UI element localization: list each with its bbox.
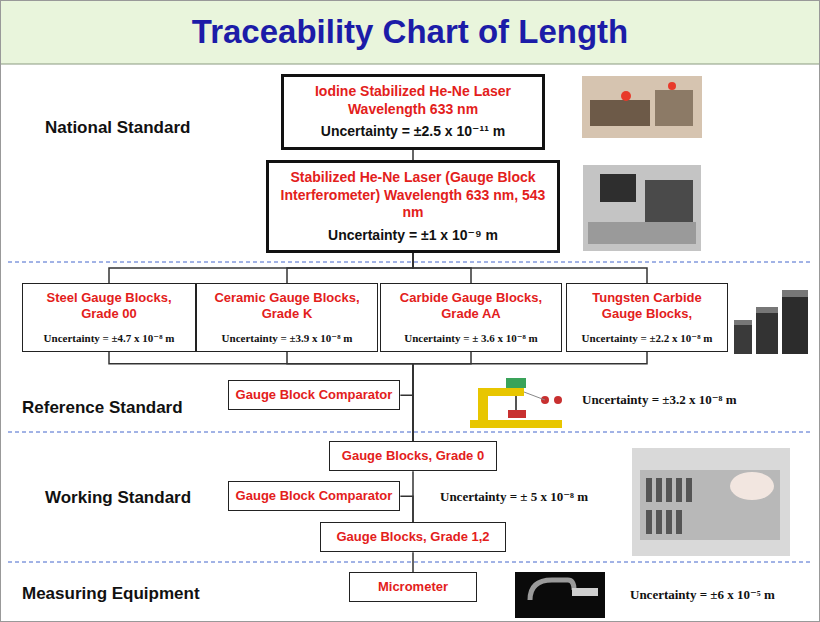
uncertainty-value: Uncertainty = ±2.5 x 10⁻¹¹ m (321, 123, 505, 141)
comparator-figure-head (506, 378, 526, 388)
gauge-block-figure (756, 312, 778, 354)
box-title: Gauge Blocks, Grade 0 (342, 448, 484, 464)
title-rule (0, 64, 820, 65)
level-label: Measuring Equipment (22, 584, 200, 604)
uncertainty-note: Uncertainty = ± 5 x 10⁻⁸ m (440, 489, 588, 505)
box-title: Gauge Blocks, Grade 1,2 (336, 529, 489, 545)
section-divider (8, 562, 812, 563)
micrometer-photo-thimble (572, 588, 598, 596)
connector-line (400, 496, 413, 522)
section-divider (8, 262, 812, 263)
box-title: Gauge Block Comparator (236, 488, 393, 504)
standard-box: Stabilized He-Ne Laser (Gauge Block Inte… (266, 160, 560, 253)
connector-line (400, 395, 413, 441)
interferometer-photo-monitor (600, 174, 636, 202)
uncertainty-note: Uncertainty = ±3.2 x 10⁻⁸ m (582, 392, 737, 408)
gauge-block-figure (782, 290, 808, 297)
tray-photo-block (646, 510, 652, 534)
interferometer-photo (583, 165, 701, 251)
title-band (0, 0, 820, 64)
level-label: Reference Standard (22, 398, 183, 418)
gauge-block-box: Carbide Gauge Blocks, Grade AA Uncertaint… (380, 283, 562, 352)
box-title: Gauge Block Comparator (236, 387, 393, 403)
tray-photo (632, 448, 790, 556)
tray-photo-block (656, 510, 662, 534)
connector-line (412, 150, 414, 161)
laser-photo-light (621, 91, 631, 101)
uncertainty-value: Uncertainty = ±4.7 x 10⁻⁸ m (44, 331, 175, 345)
connector-line (413, 352, 471, 441)
section-divider (8, 432, 812, 433)
tray-photo-glove (730, 472, 774, 500)
interferometer-photo-table (588, 222, 696, 244)
level-label: National Standard (45, 118, 190, 138)
gauge-block-box: Steel Gauge Blocks, Grade 00 Uncertainty … (22, 283, 196, 352)
box-title: Micrometer (378, 579, 448, 595)
tray-photo-block (646, 478, 652, 502)
gauge-block-figure (734, 320, 752, 325)
box-title: Steel Gauge Blocks, Grade 00 (28, 290, 190, 323)
comparator-figure-wire (524, 392, 545, 400)
level-label: Working Standard (45, 488, 191, 508)
micrometer-photo-frame (530, 580, 574, 600)
box-title: Tungsten Carbide Gauge Blocks, (572, 290, 722, 323)
gauge-block-box: Ceramic Gauge Blocks, Grade K Uncertainty… (196, 283, 378, 352)
box-title: Carbide Gauge Blocks, Grade AA (386, 290, 556, 323)
uncertainty-note: Uncertainty = ±6 x 10⁻⁵ m (630, 587, 775, 603)
connector-line (109, 352, 413, 441)
laser-photo-light (668, 82, 676, 90)
comparator-figure-block (508, 410, 526, 418)
tray-photo-block (676, 510, 682, 534)
laser-photo-unit (655, 90, 693, 126)
gauge-block-box: Tungsten Carbide Gauge Blocks, Uncertaint… (566, 283, 728, 352)
box-title: Iodine Stabilized He-Ne Laser Wavelength… (290, 83, 536, 118)
gauge-block-figure (756, 307, 778, 313)
box-title: Stabilized He-Ne Laser (Gauge Block Inte… (275, 169, 551, 222)
micrometer-photo (515, 572, 605, 618)
comparator-figure-probe (515, 396, 517, 410)
connector-line (412, 552, 414, 572)
laser-photo (582, 76, 702, 138)
process-box: Gauge Blocks, Grade 1,2 (320, 522, 506, 552)
uncertainty-value: Uncertainty = ± 3.6 x 10⁻⁸ m (404, 331, 538, 345)
uncertainty-value: Uncertainty = ±3.9 x 10⁻⁸ m (222, 331, 353, 345)
tray-photo-block (686, 478, 692, 502)
uncertainty-value: Uncertainty = ±1 x 10⁻⁹ m (328, 227, 498, 245)
tray-photo-block (666, 478, 672, 502)
process-box: Gauge Block Comparator (228, 481, 401, 511)
connector-line (287, 253, 413, 283)
tray-photo-tray (640, 470, 780, 540)
connector-line (109, 253, 413, 283)
box-title: Ceramic Gauge Blocks, Grade K (202, 290, 372, 323)
comparator-figure-arm (478, 388, 524, 396)
tray-photo-block (666, 510, 672, 534)
gauge-block-figure (782, 296, 808, 354)
connector-line (413, 253, 647, 283)
process-box: Micrometer (349, 572, 477, 602)
tray-photo-block (656, 478, 662, 502)
process-box: Gauge Block Comparator (228, 380, 401, 410)
laser-photo-bench (590, 100, 650, 126)
standard-box: Iodine Stabilized He-Ne Laser Wavelength… (281, 74, 545, 150)
uncertainty-value: Uncertainty = ±2.2 x 10⁻⁸ m (582, 331, 713, 345)
tray-photo-block (676, 478, 682, 502)
gauge-block-figure (734, 324, 752, 354)
process-box: Gauge Blocks, Grade 0 (329, 441, 497, 471)
chart-title: Traceability Chart of Length (0, 12, 820, 52)
comparator-figure-dot (554, 396, 562, 404)
